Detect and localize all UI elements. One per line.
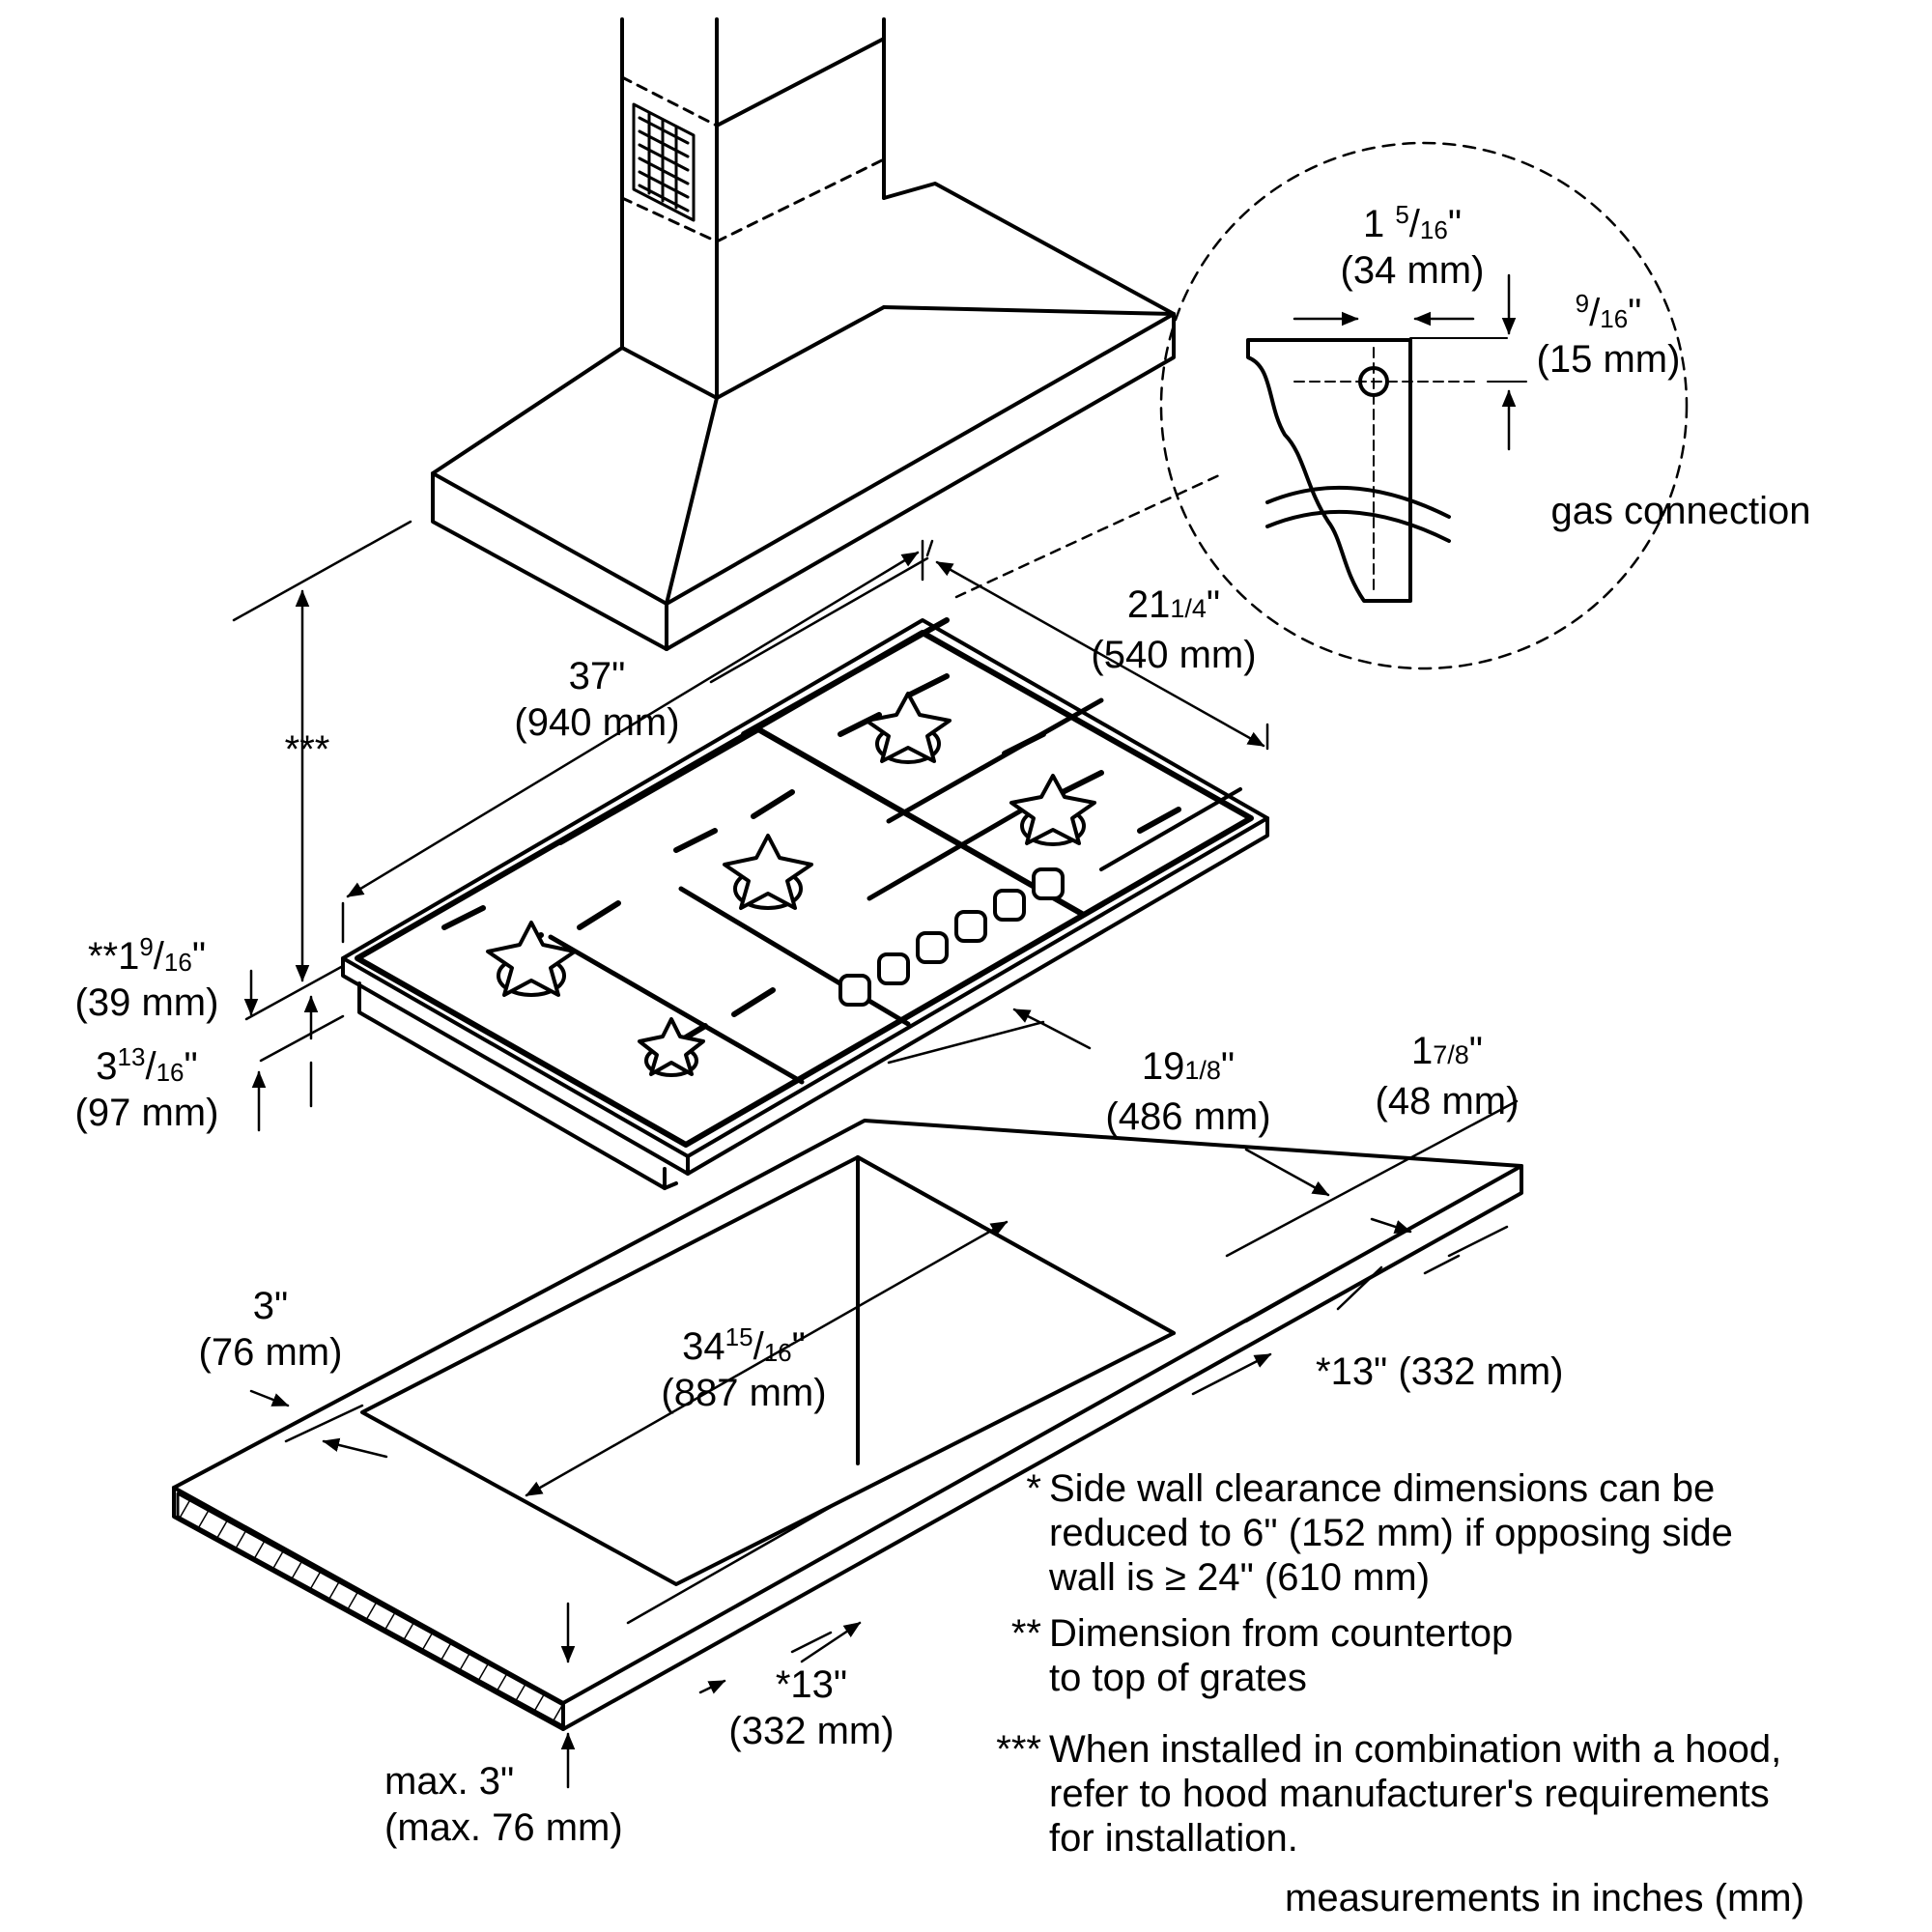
counter-thickness-inches: max. 3" [384,1760,515,1803]
width-mm: (940 mm) [514,701,680,744]
gas-connection-detail [1159,141,1689,670]
note-side-wall-line-1: Side wall clearance dimensions can be [1049,1467,1716,1510]
cutout-depth-mm: (486 mm) [1105,1095,1271,1138]
side-clearance-left-inches: *13" [775,1663,848,1706]
detail-offset-a: 1 5/16" (34 mm) [1306,201,1519,294]
front-edge-dimension: 3" (76 mm) [174,1283,367,1376]
grate-height-inches: **19/16" [87,932,207,978]
detail-offset-a-mm: (34 mm) [1340,249,1485,292]
cutout-depth-dimension: 191/8" (486 mm) [1082,1043,1294,1140]
note-side-wall: *Side wall clearance dimensions can be r… [989,1466,1733,1600]
grate-height-mm: (39 mm) [74,981,219,1024]
cutout-width-dimension: 3415/16" (887 mm) [638,1323,850,1416]
note-hood: ***When installed in combination with a … [970,1727,1781,1861]
dimension-lines [232,473,1519,1789]
rear-edge-dimension: 17/8" (48 mm) [1360,1028,1534,1124]
cutout-depth-inches: 191/8" [1141,1045,1236,1088]
note-side-wall-line-2: reduced to 6" (152 mm) if opposing side [1049,1512,1733,1554]
grate-height-dimension: **19/16" (39 mm) [50,933,243,1026]
width-dimension: 37" (940 mm) [491,653,703,746]
detail-offset-b: 9/16" (15 mm) [1517,290,1700,383]
note-grate-dimension: **Dimension from countertop to top of gr… [989,1611,1513,1700]
measurements-footer: measurements in inches (mm) [1285,1877,1804,1919]
depth-dimension: 211/4" (540 mm) [1063,582,1285,678]
cutout-width-mm: (887 mm) [661,1372,827,1414]
note-hood-line-3: for installation. [1049,1817,1298,1860]
detail-offset-a-inches: 1 5/16" [1362,200,1463,245]
overall-height-inches: 313/16" [96,1042,198,1088]
side-clearance-left: *13" (332 mm) [705,1662,918,1754]
counter-thickness-mm: (max. 76 mm) [384,1806,623,1849]
note-hood-mark: *** [996,1728,1041,1771]
side-clearance-right: *13" (332 mm) [1316,1350,1564,1393]
rear-edge-mm: (48 mm) [1375,1080,1520,1122]
vent-grille [632,102,696,222]
width-inches: 37" [568,655,626,697]
note-hood-line-1: When installed in combination with a hoo… [1049,1728,1782,1771]
detail-offset-b-mm: (15 mm) [1536,338,1681,381]
note-grate-dimension-line-1: Dimension from countertop [1049,1612,1514,1655]
overall-height-mm: (97 mm) [74,1092,219,1134]
hood-clearance-label: *** [284,728,330,771]
counter-thickness-dimension: max. 3" (max. 76 mm) [384,1758,674,1851]
note-side-wall-line-3: wall is ≥ 24" (610 mm) [1049,1556,1431,1599]
cutout-width-inches: 3415/16" [682,1322,806,1368]
gas-connection-label: gas connection [1550,490,1811,532]
side-clearance-left-mm: (332 mm) [728,1710,895,1752]
rear-edge-inches: 17/8" [1411,1030,1483,1072]
control-knobs [838,867,1065,1007]
note-side-wall-mark: * [1026,1467,1041,1510]
front-edge-inches: 3" [252,1285,289,1327]
range-hood [431,17,1176,651]
depth-inches: 211/4" [1126,583,1221,626]
detail-offset-b-inches: 9/16" [1575,289,1642,334]
note-grate-dimension-mark: ** [1010,1612,1041,1655]
depth-mm: (540 mm) [1091,634,1257,676]
cooktop [341,617,1269,1190]
front-edge-mm: (76 mm) [198,1331,343,1374]
overall-height-dimension: 313/16" (97 mm) [50,1043,243,1136]
note-hood-line-2: refer to hood manufacturer's requirement… [1049,1773,1770,1815]
note-grate-dimension-line-2: to top of grates [1049,1657,1307,1699]
